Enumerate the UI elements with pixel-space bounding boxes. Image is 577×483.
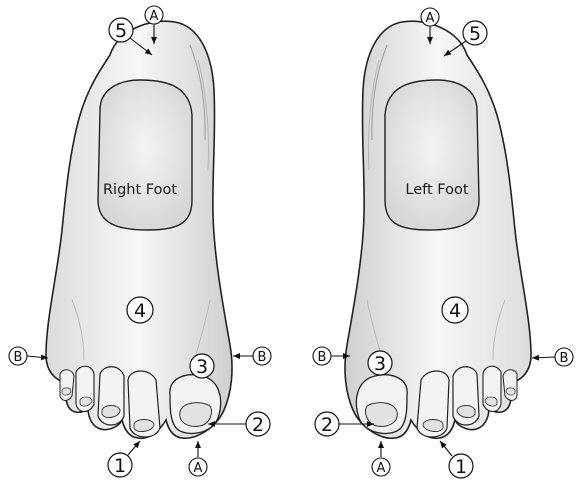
svg-text:3: 3 bbox=[196, 356, 208, 378]
svg-text:4: 4 bbox=[449, 300, 461, 322]
left-callout-4: 4 bbox=[442, 297, 468, 323]
svg-text:3: 3 bbox=[374, 353, 386, 375]
svg-text:A: A bbox=[194, 461, 203, 476]
svg-text:A: A bbox=[426, 11, 435, 26]
svg-text:B: B bbox=[560, 351, 569, 366]
left-callout-a-bottom: A bbox=[372, 441, 390, 476]
svg-text:B: B bbox=[258, 350, 267, 365]
right-callout-b-left: B bbox=[9, 347, 48, 365]
svg-text:4: 4 bbox=[134, 300, 146, 322]
left-callout-b-right: B bbox=[532, 348, 573, 366]
svg-text:2: 2 bbox=[321, 414, 333, 436]
left-callout-1: 1 bbox=[440, 441, 473, 478]
svg-text:B: B bbox=[14, 350, 23, 365]
svg-text:5: 5 bbox=[115, 20, 127, 42]
right-foot: Right Foot 5 A 4 3 B bbox=[9, 6, 271, 477]
right-callout-a-bottom: A bbox=[189, 441, 207, 476]
right-callout-3: 3 bbox=[190, 354, 214, 378]
right-callout-1: 1 bbox=[108, 441, 140, 477]
svg-text:5: 5 bbox=[469, 23, 481, 45]
left-foot: Left Foot A 5 4 3 B bbox=[313, 8, 573, 478]
left-callout-3: 3 bbox=[368, 351, 392, 375]
left-foot-label: Left Foot bbox=[405, 182, 468, 198]
svg-text:1: 1 bbox=[114, 455, 126, 477]
svg-text:B: B bbox=[318, 350, 327, 365]
svg-text:A: A bbox=[377, 461, 386, 476]
right-foot-label: Right Foot bbox=[103, 182, 177, 198]
svg-text:2: 2 bbox=[252, 414, 264, 436]
svg-text:A: A bbox=[150, 9, 159, 24]
right-callout-b-right: B bbox=[233, 347, 271, 365]
svg-text:1: 1 bbox=[455, 456, 467, 478]
right-callout-4: 4 bbox=[127, 297, 153, 323]
